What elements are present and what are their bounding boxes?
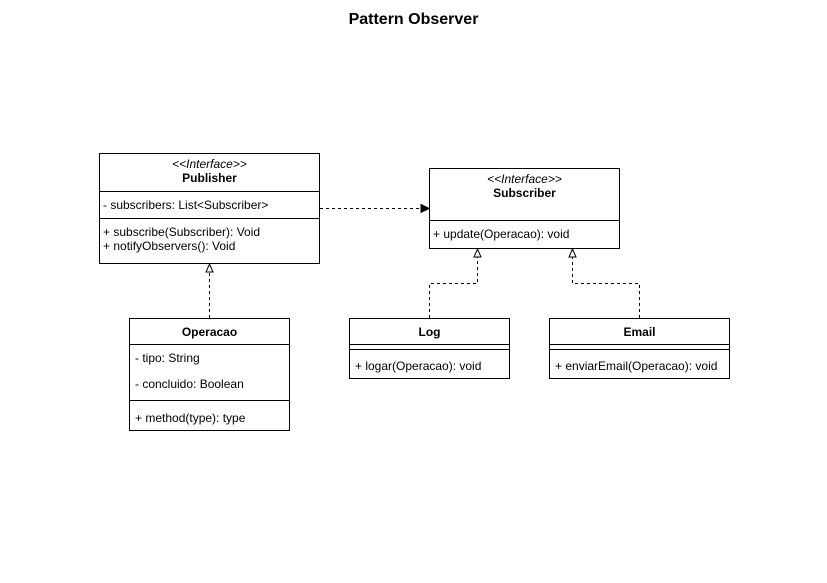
dependency-publisher-subscriber xyxy=(320,203,431,214)
log-method: + logar(Operacao): void xyxy=(355,359,482,373)
publisher-divider xyxy=(100,191,319,192)
class-subscriber[interactable]: <<Interface>> Subscriber + update(Operac… xyxy=(429,168,620,249)
subscriber-name: Subscriber xyxy=(493,186,556,200)
operacao-divider xyxy=(130,344,289,345)
realization-operacao-publisher xyxy=(205,262,214,318)
class-operacao[interactable]: Operacao - tipo: String - concluido: Boo… xyxy=(129,318,290,431)
class-email[interactable]: Email + enviarEmail(Operacao): void xyxy=(549,318,730,379)
log-divider xyxy=(350,344,509,345)
publisher-stereotype: <<Interface>> xyxy=(172,157,247,171)
publisher-method: + notifyObservers(): Void xyxy=(103,239,236,253)
diagram-title: Pattern Observer xyxy=(348,11,479,28)
subscriber-divider xyxy=(430,220,619,221)
operacao-attribute: - concluido: Boolean xyxy=(135,377,244,391)
class-publisher[interactable]: <<Interface>> Publisher - subscribers: L… xyxy=(99,153,320,264)
email-method: + enviarEmail(Operacao): void xyxy=(555,359,718,373)
operacao-name: Operacao xyxy=(181,325,238,339)
publisher-divider xyxy=(100,218,319,219)
realization-email-subscriber xyxy=(568,247,640,318)
class-log[interactable]: Log + logar(Operacao): void xyxy=(349,318,510,379)
log-divider xyxy=(350,349,509,350)
operacao-divider xyxy=(130,400,289,401)
email-divider xyxy=(550,344,729,345)
subscriber-method: + update(Operacao): void xyxy=(433,227,570,241)
log-name: Log xyxy=(418,325,441,339)
publisher-method: + subscribe(Subscriber): Void xyxy=(103,225,261,239)
email-divider xyxy=(550,349,729,350)
operacao-method: + method(type): type xyxy=(135,411,246,425)
realization-log-subscriber xyxy=(429,247,482,318)
subscriber-stereotype: <<Interface>> xyxy=(487,172,562,186)
operacao-attribute: - tipo: String xyxy=(135,351,200,365)
publisher-attribute: - subscribers: List<Subscriber> xyxy=(103,198,269,212)
publisher-name: Publisher xyxy=(182,171,237,185)
email-name: Email xyxy=(623,325,656,339)
